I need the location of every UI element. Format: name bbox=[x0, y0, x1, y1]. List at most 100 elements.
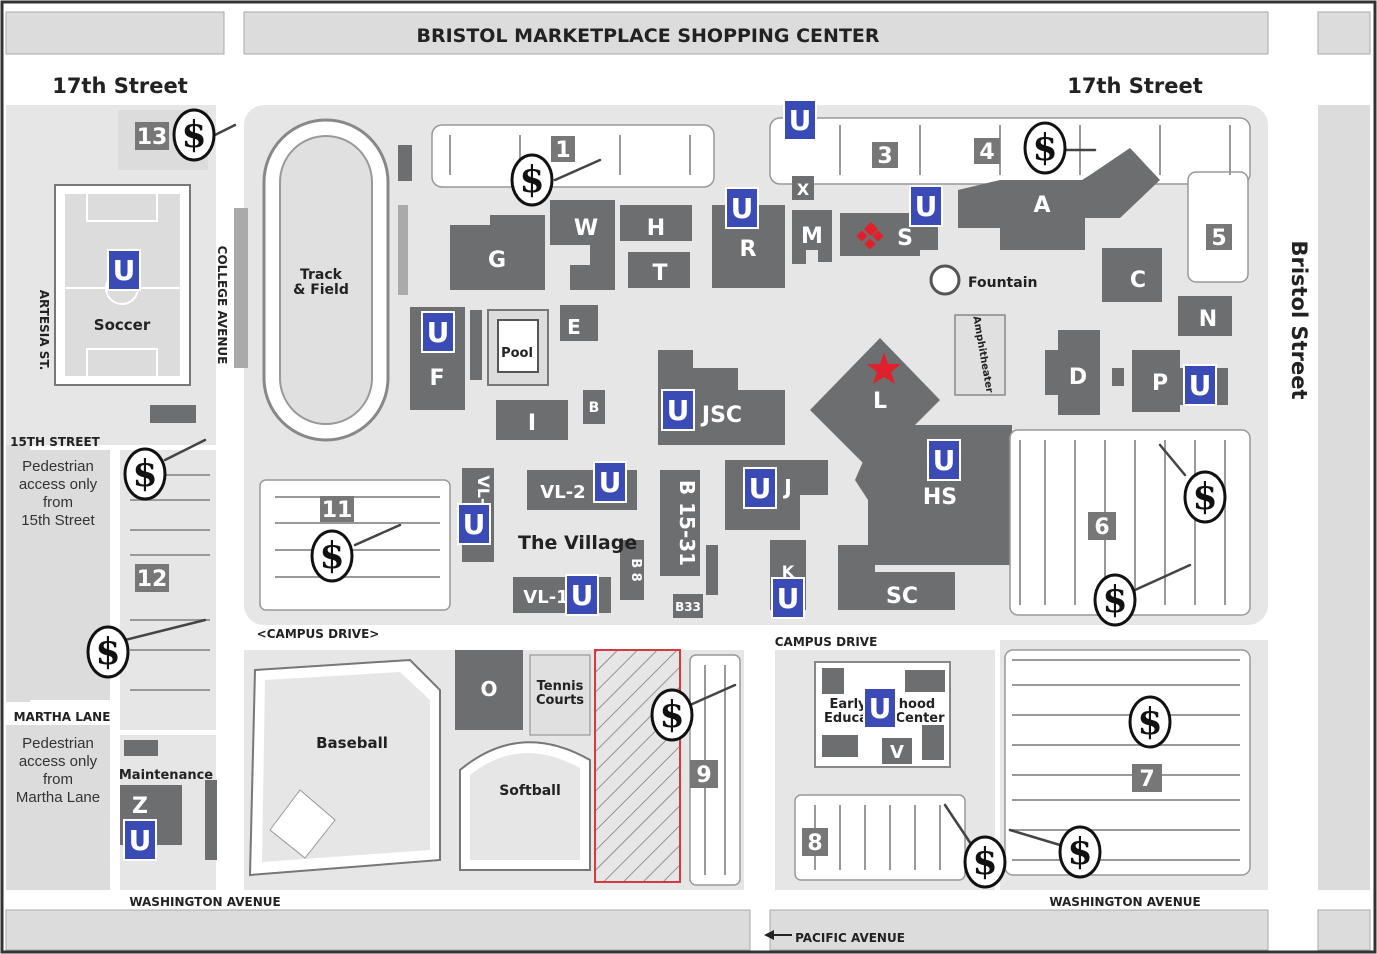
village-label: The Village bbox=[518, 532, 637, 554]
lot-6-badge bbox=[1088, 512, 1116, 540]
permit-machine-icon: U bbox=[725, 187, 759, 229]
svg-text:$: $ bbox=[972, 841, 997, 883]
building-b15-31 bbox=[660, 470, 700, 576]
pool-label: Pool bbox=[501, 346, 533, 361]
svg-text:$: $ bbox=[659, 694, 684, 736]
building-v-label: V bbox=[890, 742, 904, 763]
ped-15th-line-2: access only bbox=[19, 476, 98, 493]
building-b bbox=[583, 390, 605, 424]
lot-3-number: 3 bbox=[877, 144, 892, 169]
svg-text:U: U bbox=[749, 472, 772, 505]
svg-text:U: U bbox=[599, 466, 622, 499]
soccer-box-bottom bbox=[86, 348, 158, 378]
pay-station-icon: $ bbox=[172, 108, 216, 162]
artesia-label: ARTESIA ST. bbox=[37, 290, 51, 371]
college-avenue-label: COLLEGE AVENUE bbox=[215, 246, 229, 365]
lot-3-badge bbox=[872, 142, 898, 168]
ped-note-15th: Pedestrian access only from 15th Street bbox=[19, 458, 98, 529]
building-p-label: P bbox=[1152, 371, 1168, 396]
permit-machine-icon: U bbox=[1183, 364, 1217, 406]
lot-12-number: 12 bbox=[137, 567, 168, 592]
lot-7 bbox=[1004, 649, 1251, 876]
building-vl2-label: VL-2 bbox=[540, 482, 585, 503]
early-ed-bldg-3 bbox=[822, 735, 858, 757]
track-label-1: Track bbox=[300, 267, 343, 283]
svg-text:$: $ bbox=[1032, 127, 1057, 169]
early-ed-label-1: Early bbox=[830, 697, 868, 712]
washington-left-label: WASHINGTON AVENUE bbox=[129, 895, 280, 909]
lot-13-badge bbox=[135, 122, 169, 150]
building-jsc-label: JSC bbox=[700, 403, 742, 428]
building-vl1-label: VL-1 bbox=[523, 587, 568, 608]
lot-9-number: 9 bbox=[696, 763, 711, 788]
block-bottom-left bbox=[5, 909, 751, 951]
building-b-label: B bbox=[589, 400, 600, 416]
track-shed bbox=[398, 145, 412, 181]
ped-martha-line-4: Martha Lane bbox=[16, 789, 100, 806]
building-e-label: E bbox=[567, 315, 581, 339]
ped-martha-line-3: from bbox=[43, 771, 73, 788]
svg-text:U: U bbox=[933, 444, 956, 477]
svg-text:U: U bbox=[463, 508, 486, 541]
svg-text:$: $ bbox=[1067, 831, 1092, 873]
pool bbox=[497, 319, 539, 373]
building-x bbox=[792, 176, 814, 200]
early-ed-label-4: Center bbox=[895, 711, 945, 726]
maintenance-shed bbox=[205, 780, 217, 860]
lot-8 bbox=[794, 794, 966, 881]
pay-station-icon: $ bbox=[1093, 573, 1137, 627]
building-e bbox=[560, 305, 598, 341]
permit-machine-icon: U bbox=[565, 574, 599, 616]
pacific-arrow-head bbox=[764, 930, 774, 940]
lot-3-4 bbox=[769, 117, 1251, 185]
svg-text:$: $ bbox=[95, 631, 120, 673]
bristol-street-label: Bristol Street bbox=[1287, 240, 1311, 399]
building-k-label: K bbox=[782, 562, 795, 581]
svg-text:$: $ bbox=[1137, 701, 1162, 743]
lot-11-badge bbox=[320, 496, 354, 522]
svg-text:U: U bbox=[915, 190, 938, 223]
lot-1-badge bbox=[551, 136, 575, 162]
softball-label: Softball bbox=[499, 783, 561, 799]
pay-station-icon: $ bbox=[1058, 825, 1102, 879]
building-j-label: J bbox=[782, 475, 791, 499]
permit-machine-icon: U bbox=[909, 185, 943, 227]
ped-martha-line-2: access only bbox=[19, 753, 98, 770]
lot-4-badge bbox=[974, 138, 1000, 164]
15th-street-label: 15TH STREET bbox=[10, 435, 101, 449]
permit-machine-icon: U bbox=[771, 577, 805, 619]
early-ed-label-2: hood bbox=[899, 697, 935, 712]
baseball-infield bbox=[269, 789, 336, 859]
ped-15th-line-1: Pedestrian bbox=[22, 458, 94, 475]
building-b33-label: B33 bbox=[675, 600, 701, 614]
building-h-label: H bbox=[647, 216, 665, 241]
permit-machine-icon: U bbox=[421, 311, 455, 353]
svg-text:$: $ bbox=[519, 159, 544, 201]
lot-7-badge bbox=[1132, 764, 1162, 792]
softball-outfield bbox=[470, 753, 580, 860]
soccer-label: Soccer bbox=[94, 316, 151, 334]
amphitheater bbox=[954, 314, 1006, 396]
building-c-label: C bbox=[1130, 268, 1146, 293]
pay-station-icon: $ bbox=[650, 688, 694, 742]
svg-text:U: U bbox=[789, 104, 812, 137]
ped-martha-block bbox=[6, 725, 110, 890]
svg-text:$: $ bbox=[319, 535, 344, 577]
pool-building-side bbox=[470, 310, 482, 380]
svg-text:$: $ bbox=[132, 453, 157, 495]
building-d-label: D bbox=[1069, 365, 1087, 390]
building-sc bbox=[838, 545, 955, 610]
lot-6-number: 6 bbox=[1094, 515, 1109, 540]
block-top-left bbox=[5, 11, 225, 55]
lot-9-badge bbox=[690, 760, 718, 788]
building-a bbox=[958, 148, 1160, 250]
svg-text:$: $ bbox=[1102, 579, 1127, 621]
building-sc-label: SC bbox=[886, 584, 918, 609]
pay-station-icon: $ bbox=[1023, 121, 1067, 175]
pay-station-icon: $ bbox=[1128, 695, 1172, 749]
building-p-annex bbox=[1112, 368, 1124, 386]
lot-11-number: 11 bbox=[322, 498, 353, 523]
building-m bbox=[792, 210, 832, 264]
